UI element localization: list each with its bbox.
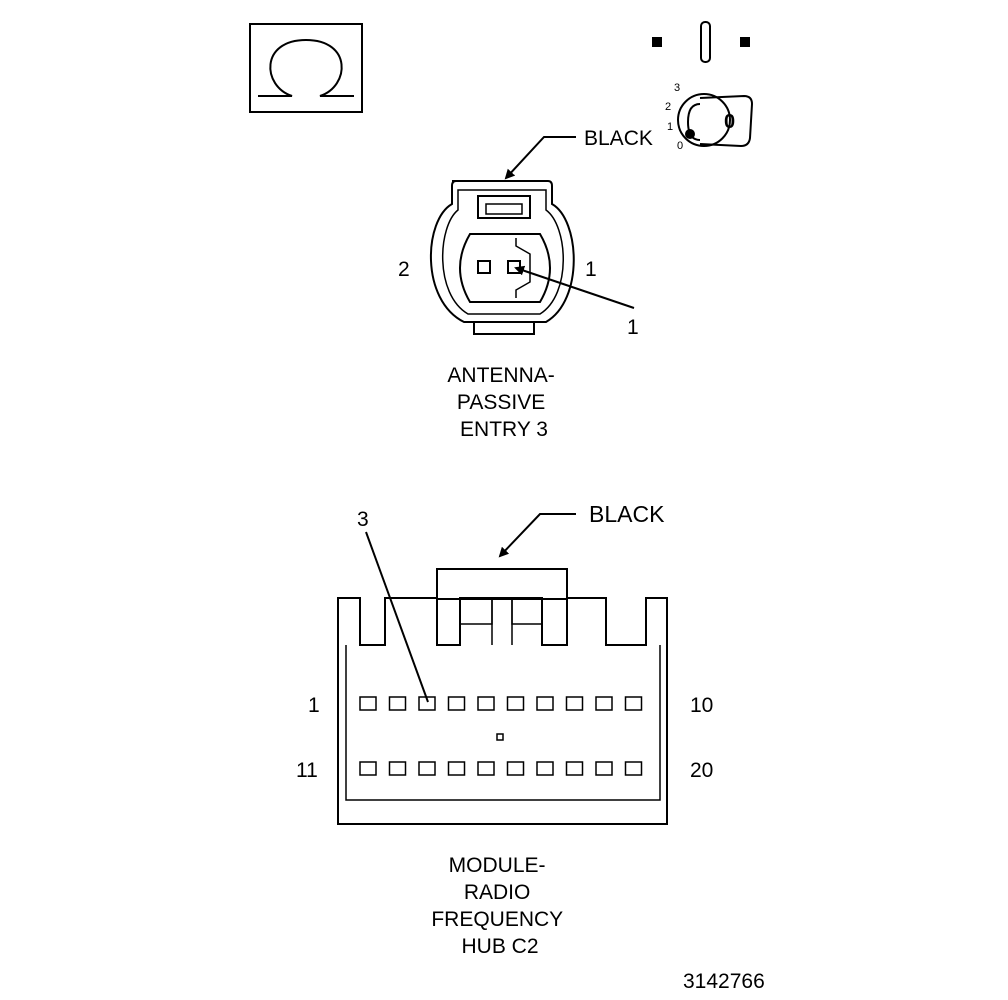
bottom-color-leader [498,513,576,558]
connector-pin-1 [359,696,377,711]
top-pin-label-right: 1 [585,258,597,281]
connector-pin-11 [359,761,377,776]
connector-pin-9 [595,696,613,711]
bottom-connector-name: MODULE- RADIO FREQUENCY HUB C2 [431,854,568,958]
bottom-cavity-leader [365,531,429,703]
connector-pin-13 [418,761,436,776]
bottom-name-line-1: MODULE- [449,854,546,877]
connector-pin-12 [388,761,407,776]
bottom-cavity-callout: 3 [357,508,369,531]
row2-end-label: 20 [690,759,713,782]
top-pin-1 [507,260,521,274]
connector-pin-14 [447,761,466,776]
top-connector-name: ANTENNA- PASSIVE ENTRY 3 [447,364,560,441]
pin-row-bottom [359,761,643,776]
bottom-color-label: BLACK [589,501,665,527]
connector-pin-4 [447,696,466,711]
key-position-0: 0 [677,140,683,152]
row1-end-label: 10 [690,694,713,717]
ignition-key-icon: 0 3 2 1 0 [652,21,754,152]
top-name-line-1: ANTENNA- [447,364,554,387]
top-pin-label-left: 2 [398,258,410,281]
connector-pin-20 [624,761,643,776]
connector-pin-15 [477,761,495,776]
connector-pin-19 [595,761,613,776]
connector-pin-16 [506,761,525,776]
row1-start-label: 1 [308,694,320,717]
pin-row-top [359,696,643,711]
top-cavity-callout: 1 [627,316,639,339]
top-cavity-leader [514,265,635,309]
top-name-line-3: ENTRY 3 [460,418,548,441]
top-name-line-2: PASSIVE [457,391,545,414]
center-keying-dot [496,733,504,741]
key-position-text: 0 [724,111,735,133]
bottom-name-line-2: RADIO [464,881,531,904]
top-color-leader [504,136,576,180]
connector-pin-6 [506,696,525,711]
figure-number: 3142766 [683,970,765,993]
connector-pin-18 [565,761,584,776]
top-color-label: BLACK [584,127,653,150]
connector-pin-2 [388,696,407,711]
connector-pin-7 [536,696,554,711]
key-position-1: 1 [667,121,673,133]
ohm-meter-icon [249,23,363,113]
bottom-name-line-3: FREQUENCY [431,908,563,931]
connector-pin-17 [536,761,554,776]
key-position-2: 2 [665,101,671,113]
rf-hub-connector: BLACK 1 10 11 20 3 MODULE- RADIO FREQUEN… [296,501,713,958]
connector-pin-10 [624,696,643,711]
connector-pin-5 [477,696,495,711]
bottom-name-line-4: HUB C2 [461,935,538,958]
antenna-connector: BLACK 2 1 1 ANTENNA- PASSIVE ENTRY 3 [398,127,653,441]
connector-pin-8 [565,696,584,711]
top-pin-2 [477,260,491,274]
key-position-3: 3 [674,82,680,94]
row2-start-label: 11 [296,759,318,782]
